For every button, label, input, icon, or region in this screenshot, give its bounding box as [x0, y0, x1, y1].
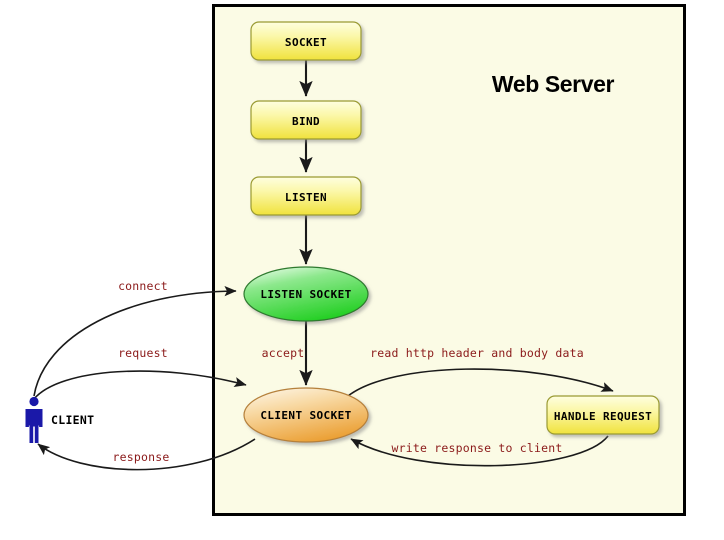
node-bind[interactable]	[250, 100, 362, 140]
edge-label-connect: connect	[118, 279, 168, 293]
edge-write-response: write response to client	[350, 435, 609, 467]
node-client-socket[interactable]	[243, 387, 369, 443]
person-icon	[25, 396, 43, 443]
edge-request: request	[33, 346, 247, 400]
edge-label-accept: accept	[262, 346, 305, 360]
edge-connect: connect	[33, 279, 237, 397]
node-label-bind: BIND	[292, 115, 320, 128]
node-label-listen: LISTEN	[285, 191, 327, 204]
edge-read-http: read http header and body data	[347, 346, 614, 397]
edge-label-response: response	[113, 450, 170, 464]
node-socket[interactable]	[250, 21, 362, 61]
edge-accept: accept	[262, 320, 313, 386]
client-actor-label: CLIENT	[51, 413, 94, 427]
node-listen[interactable]	[250, 176, 362, 216]
page-title: Web Server	[492, 71, 615, 97]
edge-label-write-response: write response to client	[392, 441, 563, 455]
node-label-client-socket: CLIENT SOCKET	[260, 409, 351, 422]
client-actor[interactable]: CLIENT	[25, 396, 95, 443]
edge-label-request: request	[118, 346, 168, 360]
node-label-socket: SOCKET	[285, 36, 327, 49]
edge-label-read-http: read http header and body data	[370, 346, 584, 360]
node-label-handle-request: HANDLE REQUEST	[554, 410, 652, 423]
node-label-listen-socket: LISTEN SOCKET	[260, 288, 351, 301]
node-handle-request[interactable]	[546, 395, 660, 435]
edge-response: response	[37, 438, 256, 471]
node-listen-socket[interactable]	[243, 266, 369, 322]
